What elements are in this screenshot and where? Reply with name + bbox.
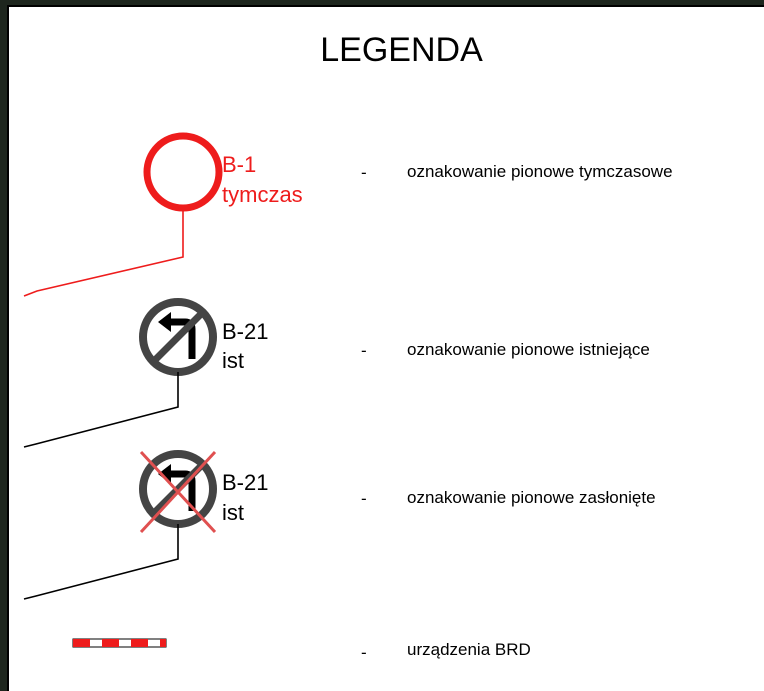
legend-dash: - xyxy=(361,489,367,508)
sign-status-label: ist xyxy=(222,348,244,373)
legend-sheet: LEGENDA B-1 tymczas - oznakowanie pionow… xyxy=(7,5,764,691)
legend-dash: - xyxy=(361,163,367,182)
sign-status-label: tymczas xyxy=(222,182,303,207)
b21-existing-sign-icon xyxy=(23,298,217,448)
legend-drawing xyxy=(23,132,223,648)
brd-barrier-icon xyxy=(72,638,167,648)
sign-code-label: B-1 xyxy=(222,152,257,177)
sign-status-label: ist xyxy=(222,500,244,525)
legend-title: LEGENDA xyxy=(320,31,483,69)
sign-code-label: B-21 xyxy=(222,470,269,495)
legend-description: urządzenia BRD xyxy=(407,640,531,659)
b1-temporary-sign-icon xyxy=(23,132,223,297)
legend-dash: - xyxy=(361,341,367,360)
legend-description: oznakowanie pionowe istniejące xyxy=(407,340,650,359)
legend-dash: - xyxy=(361,643,367,662)
b21-covered-sign-icon xyxy=(23,450,217,600)
sign-code-label: B-21 xyxy=(222,319,269,344)
legend-description: oznakowanie pionowe zasłonięte xyxy=(407,488,656,507)
legend-description: oznakowanie pionowe tymczasowe xyxy=(407,162,673,181)
